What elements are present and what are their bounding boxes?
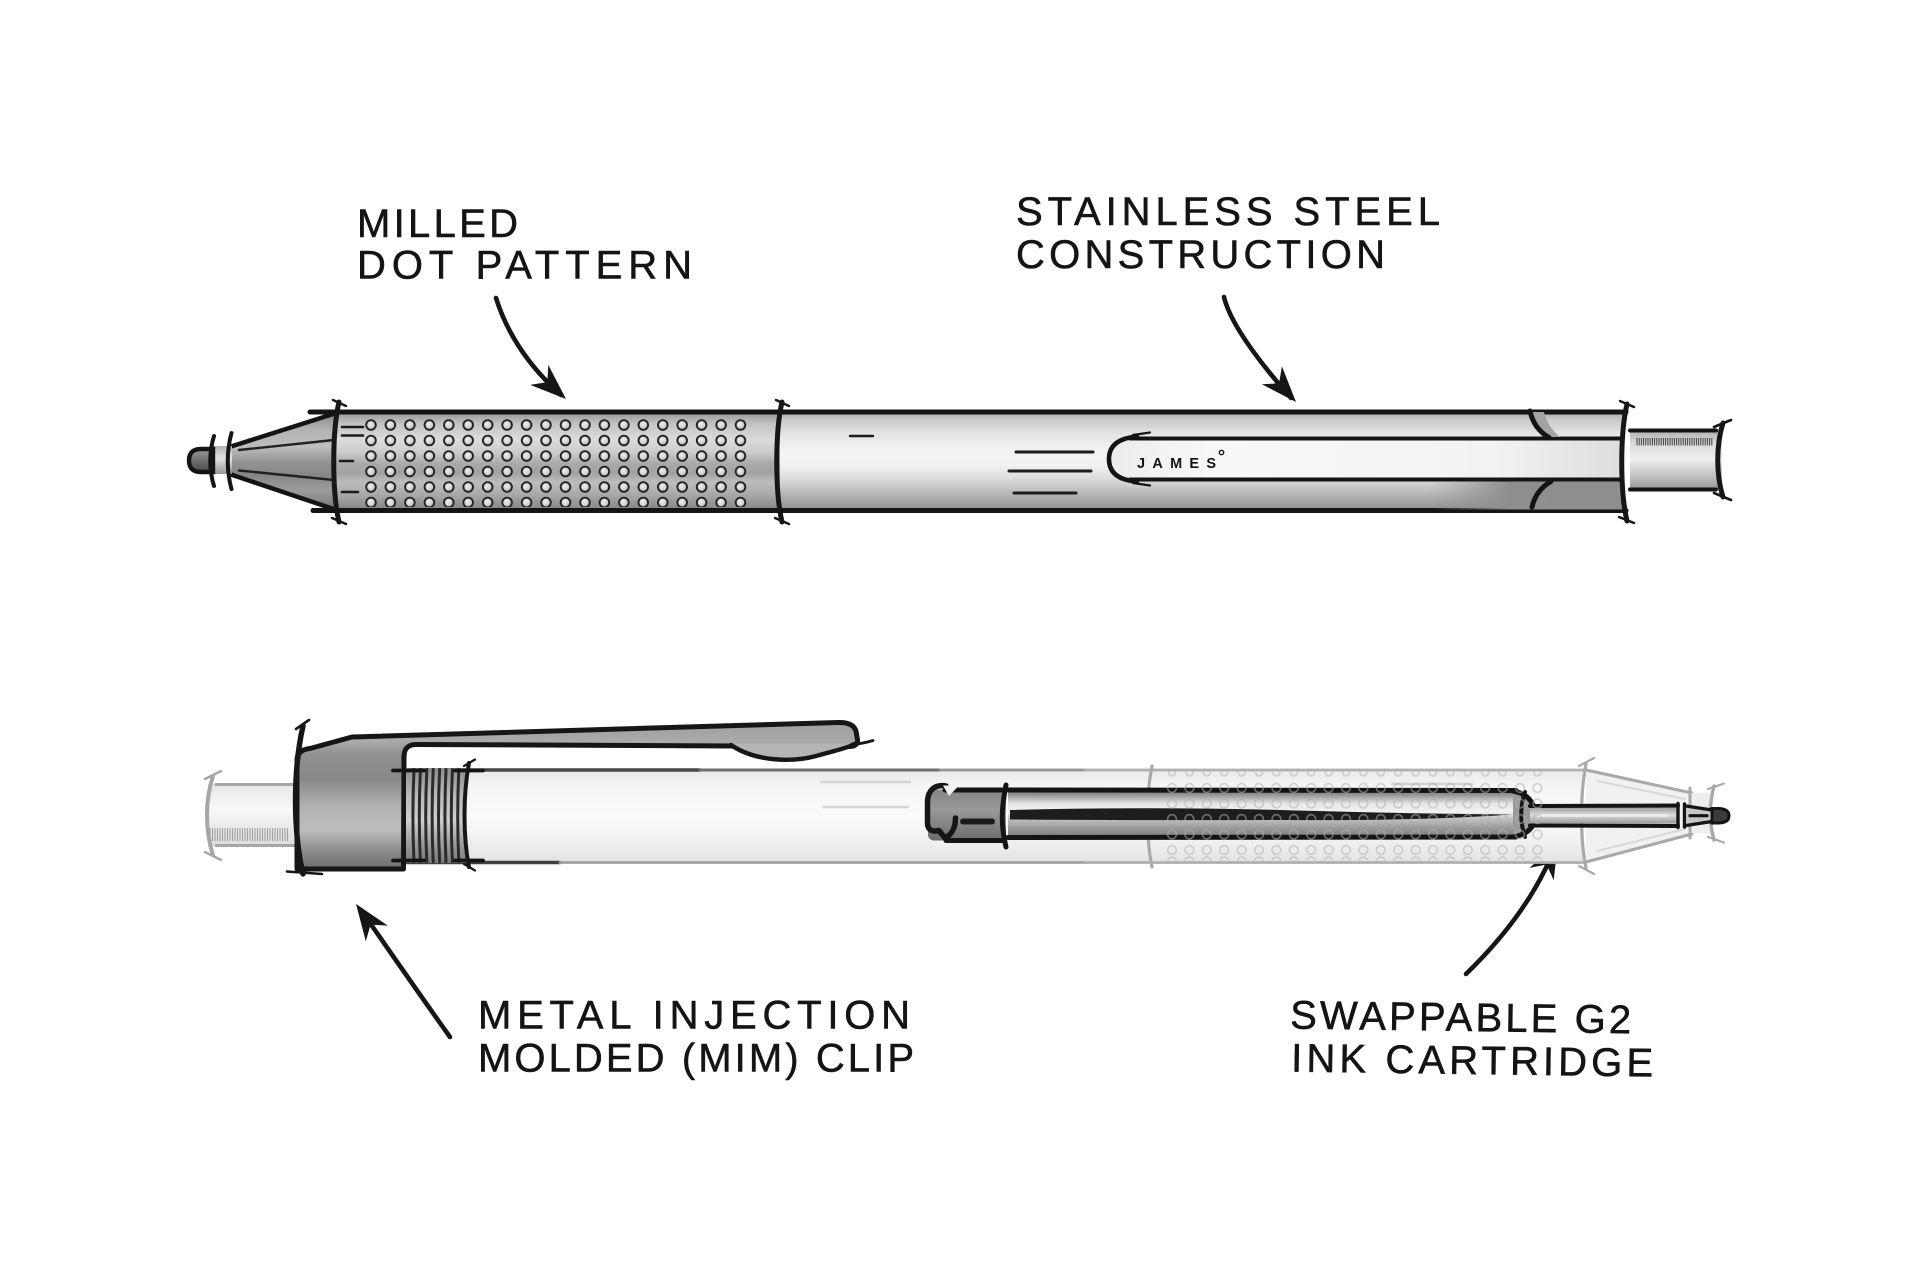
svg-text:INK CARTRIDGE: INK CARTRIDGE — [1291, 1037, 1654, 1086]
svg-text:SWAPPABLE G2: SWAPPABLE G2 — [1290, 994, 1632, 1043]
svg-text:JAMES: JAMES — [1137, 456, 1216, 472]
svg-text:MILLED: MILLED — [357, 202, 518, 246]
svg-text:CONSTRUCTION: CONSTRUCTION — [1016, 233, 1385, 277]
svg-text:DOT PATTERN: DOT PATTERN — [357, 244, 692, 288]
svg-text:STAINLESS STEEL: STAINLESS STEEL — [1016, 190, 1440, 234]
svg-text:METAL INJECTION: METAL INJECTION — [478, 994, 910, 1038]
